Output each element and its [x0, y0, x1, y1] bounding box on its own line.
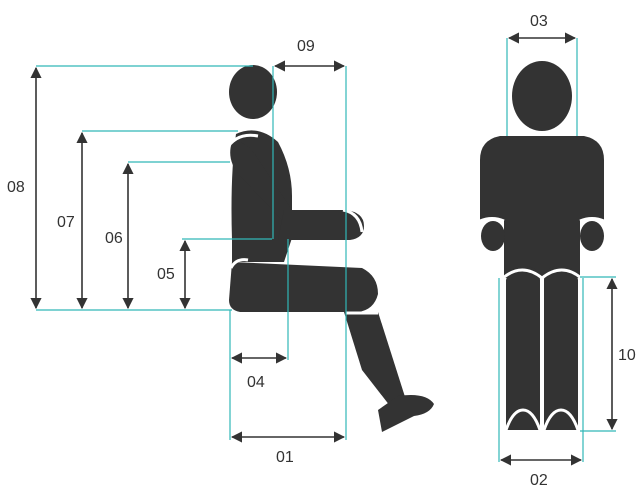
label-08: 08	[7, 179, 25, 196]
seated-foot	[378, 395, 434, 432]
label-04: 04	[247, 374, 265, 391]
seated-upper-arm	[230, 141, 292, 222]
standing-figure	[479, 61, 605, 431]
label-10: 10	[618, 347, 636, 364]
label-01: 01	[276, 449, 294, 466]
standing-crotch-joint	[502, 268, 582, 280]
standing-right-hand	[580, 221, 604, 251]
seated-thigh	[229, 262, 378, 312]
standing-head	[512, 61, 572, 131]
standing-left-hand-joint	[479, 217, 505, 223]
standing-right-leg	[544, 266, 578, 430]
seated-shoulder-joint	[224, 133, 259, 151]
standing-left-foot-joint	[504, 408, 542, 431]
standing-torso	[480, 136, 604, 278]
dimension-arrows	[30, 32, 618, 466]
standing-right-foot-joint	[542, 408, 580, 431]
label-03: 03	[530, 13, 548, 30]
seated-forearm	[278, 210, 364, 240]
standing-right-hand-joint	[579, 217, 605, 223]
label-07: 07	[57, 214, 75, 231]
label-06: 06	[105, 230, 123, 247]
seated-lower-leg	[344, 312, 406, 406]
standing-left-hand	[481, 221, 505, 251]
label-02: 02	[530, 472, 548, 489]
seated-figure	[224, 65, 434, 432]
label-09: 09	[297, 38, 315, 55]
guide-lines	[36, 38, 616, 462]
label-05: 05	[157, 266, 175, 283]
seated-hip-joint	[229, 258, 249, 269]
seated-head	[229, 65, 277, 119]
standing-left-leg	[506, 266, 540, 430]
dimension-labels: 08 07 06 05 09 04 01 03 02 10	[7, 13, 636, 489]
